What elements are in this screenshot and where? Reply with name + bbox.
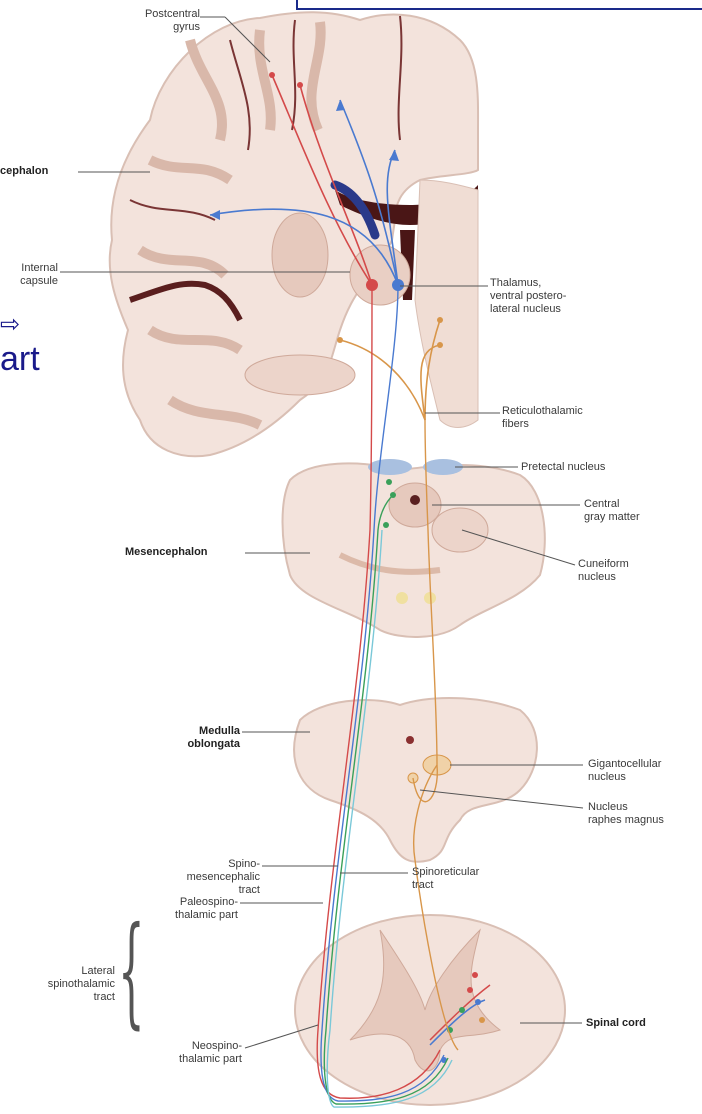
label-postcentral-gyrus: Postcentral gyrus (110, 8, 200, 34)
label-internal-capsule: Internal capsule (0, 262, 58, 288)
label-lateral-spinothalamic: Lateral spinothalamic tract (20, 965, 115, 1004)
label-reticulothalamic: Reticulothalamic fibers (502, 405, 583, 431)
hippocampus (245, 355, 355, 395)
spinal-neuron (472, 972, 478, 978)
orange-terminal (437, 342, 443, 348)
thalamus-region (350, 245, 410, 305)
brace-icon: { (118, 892, 145, 1052)
label-gigantocellular: Gigantocellular nucleus (588, 758, 661, 784)
label-mesencephalon: Mesencephalon (125, 546, 208, 559)
cuneiform (432, 508, 488, 552)
label-central-gray: Central gray matter (584, 498, 640, 524)
label-cuneiform: Cuneiform nucleus (578, 558, 629, 584)
medulla-dot (406, 736, 414, 744)
green-terminal (383, 522, 389, 528)
label-spinal-cord: Spinal cord (586, 1017, 646, 1030)
mesencephalon-section (283, 459, 545, 637)
label-thalamus: Thalamus, ventral postero- lateral nucle… (490, 277, 566, 316)
red-terminal (269, 72, 275, 78)
arrow-icon: ⇨ (0, 313, 20, 337)
spinal-neuron (479, 1017, 485, 1023)
aqueduct (410, 495, 420, 505)
right-hemisphere (415, 180, 478, 428)
spinal-neuron (459, 1007, 465, 1013)
red-nucleus-left (396, 592, 408, 604)
label-medulla: Medulla oblongata (150, 725, 240, 751)
label-spinoreticular: Spinoreticular tract (412, 866, 479, 892)
spinal-neuron (475, 999, 481, 1005)
label-pretectal: Pretectal nucleus (521, 461, 605, 474)
orange-terminal (337, 337, 343, 343)
label-neospino: Neospino- thalamic part (150, 1040, 242, 1066)
orange-terminal (437, 317, 443, 323)
label-spino-mesencephalic: Spino- mesencephalic tract (160, 858, 260, 897)
spinal-neuron (467, 987, 473, 993)
label-art-fragment: art (0, 340, 40, 378)
label-paleospino: Paleospino- thalamic part (150, 896, 238, 922)
pretectal-left (368, 459, 412, 475)
green-terminal (386, 479, 392, 485)
spinal-cord-section (295, 915, 565, 1105)
label-raphes: Nucleus raphes magnus (588, 801, 664, 827)
label-telencephalon: cephalon (0, 165, 48, 178)
medulla-section (294, 698, 537, 862)
brain-coronal-section (110, 12, 478, 456)
red-terminal (297, 82, 303, 88)
basal-ganglia (272, 213, 328, 297)
